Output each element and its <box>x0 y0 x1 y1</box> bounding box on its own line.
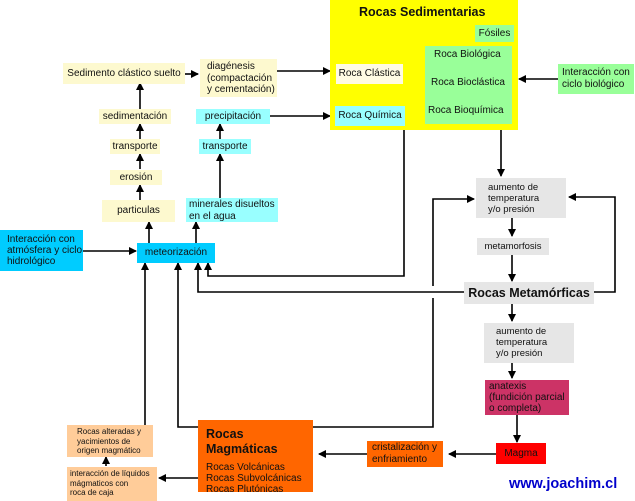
plutonic-rocks-label: Rocas Plutónicas <box>206 484 284 495</box>
erosion-label: erosión <box>119 171 153 183</box>
increase1-line2: temperatura <box>488 193 540 204</box>
biological-rock-label: Roca Biológica <box>434 49 501 60</box>
atmosphere-line2: atmósfera y ciclo <box>7 245 83 256</box>
fossils-label: Fósiles <box>478 27 511 39</box>
bio-interaction-box: Interacción con ciclo biológico <box>558 64 634 94</box>
diagenesis-line3: y cementación) <box>207 84 275 95</box>
magmatic-liquids-interaction-box: interacción de líquidos mágmaticos con r… <box>67 467 157 501</box>
metamorphic-rocks-title: Rocas Metamórficas <box>468 286 590 300</box>
loose-sediment-box: Sedimento clástico suelto <box>63 63 185 84</box>
altered-line1: Rocas alteradas y <box>77 427 142 436</box>
crystallization-box: cristalización y enfriamiento <box>367 441 443 467</box>
chemical-rock-box: Roca Química <box>335 106 405 126</box>
clastic-rock-box: Roca Clástica <box>336 64 403 84</box>
particles-label: particulas <box>117 205 160 216</box>
bio-interaction-line1: Interacción con <box>562 67 630 78</box>
transport-clastic-label: transporte <box>112 140 158 152</box>
precipitation-box: precipitación <box>196 109 270 124</box>
metamorphosis-label: metamorfosis <box>484 240 542 252</box>
transport-clastic-box: transporte <box>110 139 160 154</box>
crystallization-line1: cristalización y <box>372 442 438 453</box>
weathering-box: meteorización <box>137 243 215 263</box>
transport-chemical-box: transporte <box>199 139 251 154</box>
magma-label: Magma <box>504 447 538 459</box>
clastic-rock-label: Roca Clástica <box>338 68 401 79</box>
increase2-line3: y/o presión <box>496 348 543 359</box>
magma-box: Magma <box>496 443 546 464</box>
arrow-metamorphic-weathering <box>194 262 464 293</box>
altered-line2: yacimientos de <box>77 436 131 446</box>
crystallization-line2: enfriamiento <box>372 453 428 465</box>
arrow-sedimentary-weathering <box>204 130 405 277</box>
biogenic-rocks-box: Roca Biológica Roca Bioclástica Roca Bio… <box>425 46 512 124</box>
metamorphic-rocks-box: Rocas Metamórficas <box>464 282 594 304</box>
altered-line3: origen magmático <box>77 446 141 455</box>
arrow-metamorphic-increase-loop <box>568 193 616 293</box>
sedimentation-box: sedimentación <box>99 109 171 124</box>
weathering-label: meteorización <box>144 247 208 258</box>
dissolved-line2: en el agua <box>189 210 236 222</box>
sedimentary-rocks-panel: Rocas Sedimentarias Fósiles Roca Clástic… <box>330 0 518 130</box>
atmosphere-line1: Interacción con <box>7 234 75 245</box>
dissolved-line1: minerales disueltos <box>189 199 275 210</box>
increase-temp-pressure-2-box: aumento de temperatura y/o presión <box>484 323 574 363</box>
anatexis-line3: o completa) <box>489 403 542 414</box>
transport-chemical-label: transporte <box>202 140 248 152</box>
diagenesis-line1: diagénesis <box>207 61 255 72</box>
loose-sediment-label: Sedimento clástico suelto <box>67 67 181 79</box>
magmatic-rocks-title: Rocas Magmáticas <box>206 427 278 456</box>
liquids-interaction-line1: interacción de líquidos <box>70 469 150 478</box>
chemical-rock-label: Roca Química <box>338 110 402 121</box>
bioclastic-rock-label: Roca Bioclástica <box>431 77 505 88</box>
volcanic-rocks-label: Rocas Volcánicas <box>206 462 285 473</box>
line-magmatic-up <box>313 298 434 428</box>
precipitation-label: precipitación <box>204 110 262 122</box>
dissolved-minerals-box: minerales disueltos en el agua <box>186 198 278 222</box>
diagenesis-line2: (compactación <box>207 72 273 84</box>
sedimentation-label: sedimentación <box>102 110 168 122</box>
increase1-line1: aumento de <box>488 182 539 193</box>
arrow-magmatic-weathering <box>174 262 198 428</box>
subvolcanic-rocks-label: Rocas Subvolcánicas <box>206 473 302 484</box>
fossils-box: Fósiles <box>475 25 514 42</box>
anatexis-line2: (fundición parcial <box>489 392 565 403</box>
increase2-line2: temperatura <box>496 337 548 348</box>
metamorphosis-box: metamorfosis <box>477 238 549 255</box>
diagenesis-box: diagénesis (compactación y cementación) <box>200 59 277 97</box>
watermark: www.joachim.cl <box>509 476 618 492</box>
increase-temp-pressure-1-box: aumento de temperatura y/o presión <box>476 178 566 218</box>
biochemical-rock-label: Roca Bioquímica <box>428 105 504 116</box>
bio-interaction-line2: ciclo biológico <box>562 78 625 90</box>
sedimentary-title: Rocas Sedimentarias <box>359 5 486 19</box>
particles-box: particulas <box>102 200 175 222</box>
magmatic-rocks-box: Rocas Magmáticas Rocas Volcánicas Rocas … <box>198 420 313 495</box>
increase1-line3: y/o presión <box>488 204 535 215</box>
atmosphere-interaction-box: Interacción con atmósfera y ciclo hidrol… <box>0 230 83 271</box>
liquids-interaction-line3: roca de caja <box>70 488 114 497</box>
atmosphere-line3: hidrológico <box>7 256 56 267</box>
anatexis-line1: anatexis <box>489 381 527 392</box>
anatexis-box: anatexis (fundición parcial o completa) <box>485 380 569 415</box>
liquids-interaction-line2: mágmaticos con <box>70 478 129 488</box>
arrow-magmatic-increase <box>432 195 475 286</box>
increase2-line1: aumento de <box>496 326 547 337</box>
erosion-box: erosión <box>110 170 162 185</box>
altered-rocks-box: Rocas alteradas y yacimientos de origen … <box>67 425 153 457</box>
